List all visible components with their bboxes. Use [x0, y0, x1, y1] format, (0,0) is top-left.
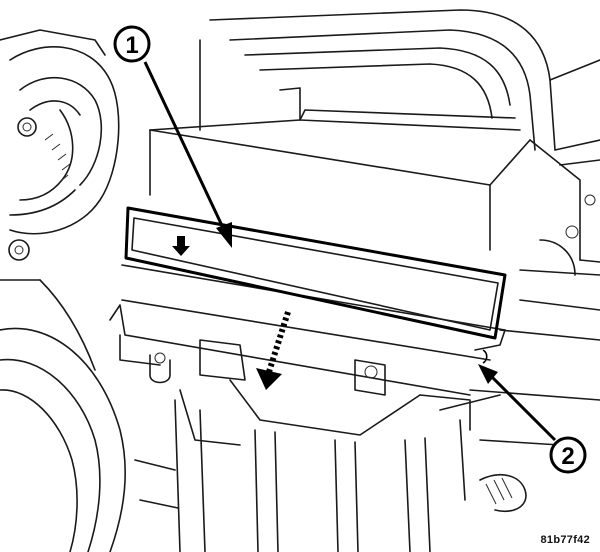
callout-2-leader — [478, 349, 557, 442]
lower-ribs — [134, 399, 466, 552]
figure-reference-code: 81b77f42 — [540, 534, 590, 546]
filter-housing-body — [109, 264, 506, 446]
removal-direction-arrow-icon — [256, 311, 291, 390]
blower-motor — [0, 29, 120, 261]
callout-1-label: 1 — [125, 32, 138, 59]
callout-1: 1 — [113, 25, 151, 63]
cabin-filter — [124, 206, 507, 340]
upper-housing — [149, 9, 556, 251]
callout-2: 2 — [549, 436, 587, 474]
callout-2-label: 2 — [561, 443, 574, 470]
left-duct — [0, 279, 126, 552]
right-structure — [469, 59, 600, 512]
housing-linework — [0, 9, 600, 552]
airflow-arrow-icon — [172, 236, 190, 256]
callout-1-leader — [143, 61, 232, 248]
